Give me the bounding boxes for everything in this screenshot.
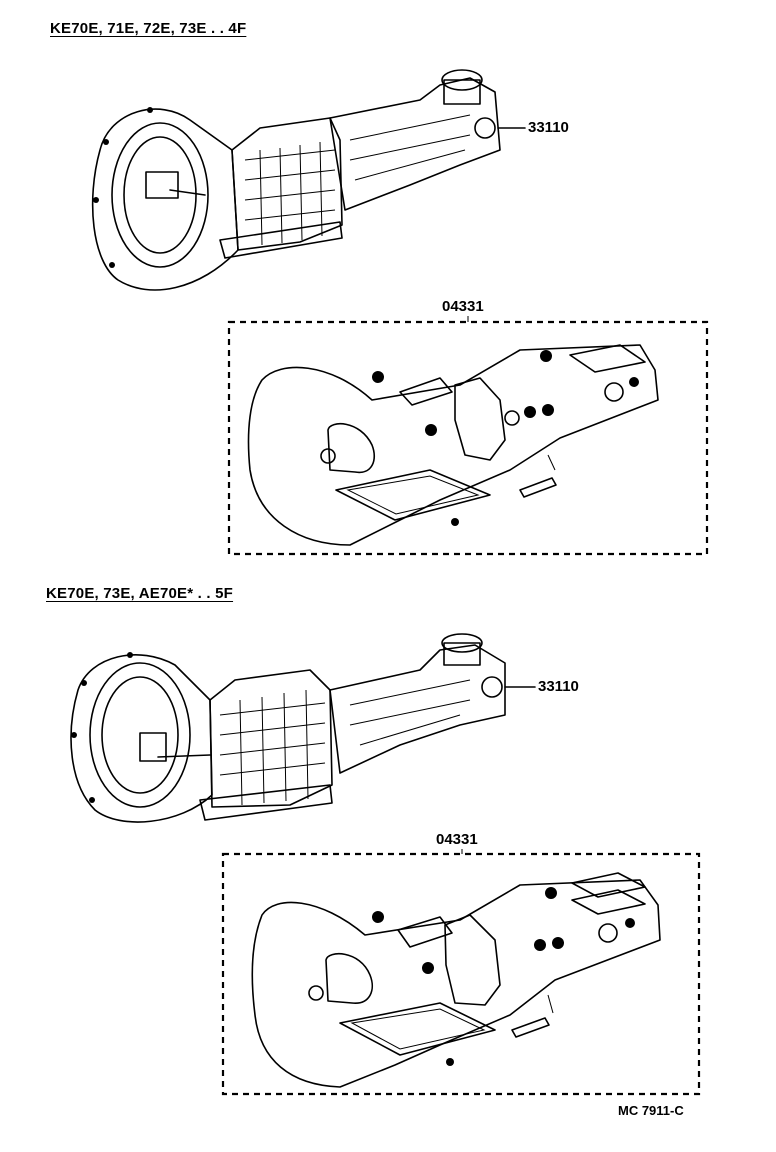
gasket-kit-part-number-4f: 04331	[442, 298, 484, 315]
gasket-kit-4f-illustration	[227, 316, 709, 556]
gasket-kit-5f-illustration	[221, 849, 701, 1096]
section-title-5f: KE70E, 73E, AE70E* . . 5F	[46, 585, 234, 602]
section-4f: KE70E, 71E, 72E, 73E . . 4F 33110 04331	[0, 0, 776, 575]
section-title-4f: KE70E, 71E, 72E, 73E . . 4F	[50, 20, 247, 37]
section-5f: KE70E, 73E, AE70E* . . 5F 33110 04331	[0, 575, 776, 1152]
transmission-assembly-4f-illustration	[91, 69, 526, 291]
transmission-part-number-5f: 33110	[538, 678, 579, 695]
figure-code: MC 7911-C	[618, 1103, 684, 1118]
transmission-part-number-4f: 33110	[528, 119, 569, 136]
transmission-assembly-5f-illustration	[70, 633, 536, 823]
gasket-kit-part-number-5f: 04331	[436, 831, 478, 848]
